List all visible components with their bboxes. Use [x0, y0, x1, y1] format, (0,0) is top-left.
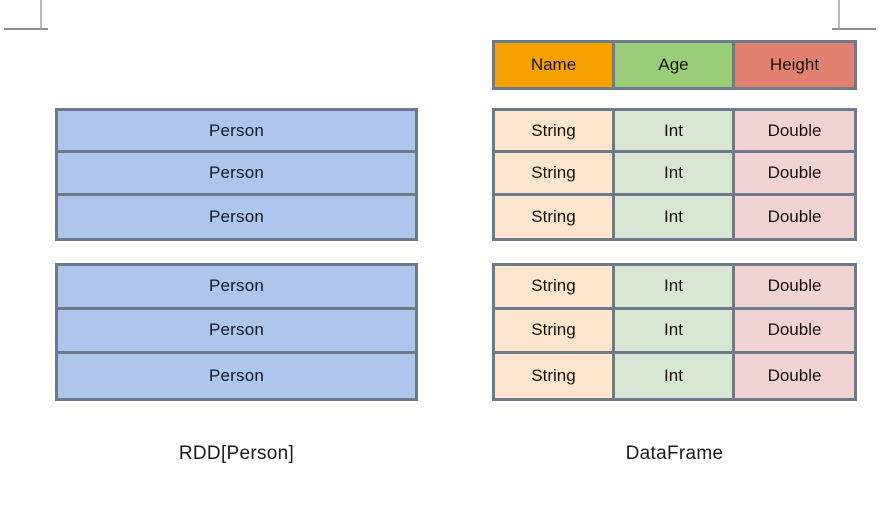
dataframe-cell-name: String: [495, 353, 615, 398]
dataframe-cell-name: String: [495, 266, 615, 307]
dataframe-cell-height: Double: [735, 266, 854, 307]
dataframe-row: String Int Double: [495, 353, 854, 398]
crop-mark-vertical-rule: [40, 0, 42, 30]
dataframe-row: String Int Double: [495, 153, 854, 196]
crop-mark-horizontal-rule: [832, 28, 876, 30]
dataframe-cell-height: Double: [735, 195, 854, 238]
crop-mark-horizontal-rule: [4, 28, 48, 30]
dataframe-row: String Int Double: [495, 195, 854, 238]
crop-mark-vertical-rule: [838, 0, 840, 30]
rdd-record: Person: [58, 195, 415, 238]
dataframe-cell-height: Double: [735, 153, 854, 193]
dataframe-column-header-height: Height: [735, 43, 854, 87]
rdd-record: Person: [58, 309, 415, 354]
dataframe-cell-age: Int: [615, 353, 735, 398]
crop-mark-top-right-icon: [832, 0, 876, 30]
dataframe-header-row: Name Age Height: [492, 40, 857, 90]
dataframe-cell-height: Double: [735, 353, 854, 398]
rdd-record: Person: [58, 266, 415, 310]
dataframe-cell-name: String: [495, 153, 615, 193]
rdd-caption: RDD[Person]: [178, 443, 295, 464]
dataframe-cell-name: String: [495, 309, 615, 351]
dataframe-cell-name: String: [495, 111, 615, 151]
dataframe-row: String Int Double: [495, 309, 854, 354]
dataframe-column-header-age: Age: [615, 43, 735, 87]
dataframe-column-header-name: Name: [495, 43, 615, 87]
dataframe-cell-height: Double: [735, 111, 854, 151]
dataframe-cell-height: Double: [735, 309, 854, 351]
dataframe-cell-name: String: [495, 195, 615, 238]
dataframe-cell-age: Int: [615, 195, 735, 238]
dataframe-row: String Int Double: [495, 111, 854, 154]
dataframe-partition-2: String Int Double String Int Double Stri…: [492, 263, 857, 401]
dataframe-cell-age: Int: [615, 309, 735, 351]
rdd-partition-1: Person Person Person: [55, 108, 418, 241]
dataframe-row: String Int Double: [495, 266, 854, 310]
dataframe-cell-age: Int: [615, 153, 735, 193]
rdd-record: Person: [58, 111, 415, 154]
rdd-partition-2: Person Person Person: [55, 263, 418, 401]
dataframe-cell-age: Int: [615, 266, 735, 307]
rdd-record: Person: [58, 353, 415, 398]
dataframe-cell-age: Int: [615, 111, 735, 151]
dataframe-partition-1: String Int Double String Int Double Stri…: [492, 108, 857, 241]
rdd-record: Person: [58, 153, 415, 196]
dataframe-caption: DataFrame: [625, 443, 724, 464]
crop-mark-top-left-icon: [4, 0, 48, 30]
